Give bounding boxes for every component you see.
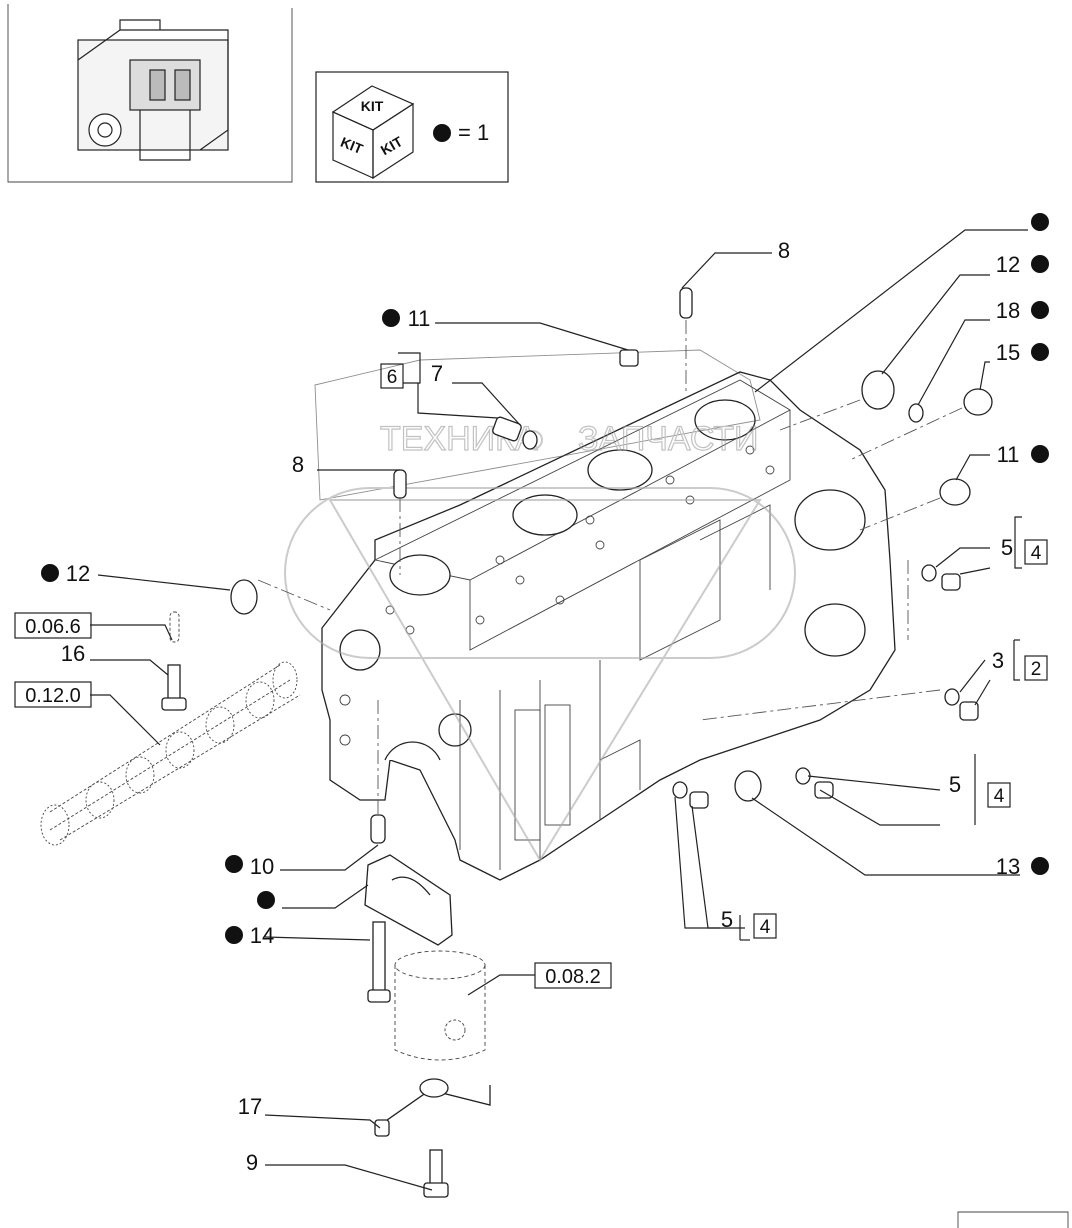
label-4-upper: 4 <box>1031 543 1042 564</box>
camshaft <box>40 661 301 846</box>
plug-3 <box>699 688 979 721</box>
plug-15 <box>849 388 993 461</box>
kit-marker-icon <box>1031 255 1049 273</box>
plug-5-middle <box>795 767 834 799</box>
callout-8-left: 8 <box>292 452 304 477</box>
leader-lines <box>90 229 1028 1191</box>
kit-cube-icon: KIT KIT KIT <box>331 85 415 180</box>
cup-plug-12-right <box>779 370 895 431</box>
watermark-right-text: ЗАПЧАСТИ <box>578 420 759 458</box>
plug-7 <box>492 416 538 450</box>
callout-18: 18 <box>996 298 1020 323</box>
ring-18 <box>908 403 924 423</box>
kit-marker-icon <box>257 891 275 909</box>
callout-10: 10 <box>250 854 274 879</box>
ref-0-12-0: 0.12.0 <box>25 685 81 707</box>
kit-left-label: KIT <box>338 134 365 157</box>
callout-17: 17 <box>238 1094 262 1119</box>
bolt-14 <box>367 921 391 1003</box>
callout-9: 9 <box>246 1150 258 1175</box>
callout-12-left: 12 <box>66 561 90 586</box>
callout-11-right: 11 <box>997 442 1020 467</box>
callout-13: 13 <box>996 854 1020 879</box>
kit-marker-icon <box>382 309 400 327</box>
callout-7: 7 <box>431 361 443 386</box>
callout-11-left: 11 <box>408 306 431 331</box>
kit-marker-icon <box>1031 445 1049 463</box>
kit-top-label: KIT <box>361 98 384 114</box>
callout-12-top: 12 <box>996 252 1020 277</box>
boxed-labels: 6 4 2 4 4 0.06.6 0.12.0 0.08.2 <box>14 363 1048 989</box>
callout-15: 15 <box>996 340 1020 365</box>
kit-marker-icon <box>225 926 243 944</box>
label-2: 2 <box>1031 659 1042 680</box>
kit-right-label: KIT <box>378 133 406 158</box>
kit-markers <box>41 213 1049 944</box>
kit-marker-icon <box>1031 213 1049 231</box>
kit-equals-one: = 1 <box>458 120 489 145</box>
kit-marker-icon <box>41 564 59 582</box>
callout-5-bottom: 5 <box>721 907 733 932</box>
plug-11-left <box>619 349 639 367</box>
piston <box>394 950 486 1061</box>
page-corner-tab <box>957 1211 1069 1228</box>
ref-0-06-6: 0.06.6 <box>25 616 81 638</box>
kit-marker-icon <box>1031 343 1049 361</box>
bolt-9 <box>423 1149 449 1198</box>
callout-5-upper: 5 <box>1001 535 1013 560</box>
plug-5-upper <box>907 560 961 640</box>
kit-marker-icon <box>1031 857 1049 875</box>
ref-0-08-2: 0.08.2 <box>545 966 601 988</box>
label-6: 6 <box>387 367 398 388</box>
callout-14: 14 <box>250 923 274 948</box>
bearing-cap <box>364 854 453 946</box>
pin-8-top <box>679 287 693 392</box>
bolt-16 <box>161 611 187 711</box>
label-4-bottom: 4 <box>760 917 771 938</box>
oil-jet-17 <box>374 1078 491 1137</box>
cup-plug-12-left <box>230 579 331 615</box>
cup-plug-13 <box>734 770 762 802</box>
part-callouts: 8 12 18 15 11 7 11 8 5 12 16 3 5 10 13 1… <box>61 238 1020 1175</box>
kit-marker-icon <box>225 855 243 873</box>
kit-marker-icon <box>1031 301 1049 319</box>
kit-legend: KIT KIT KIT = 1 <box>315 71 509 183</box>
engine-thumbnail <box>7 4 293 183</box>
dowel-10 <box>370 700 386 844</box>
kit-bullet-icon <box>433 124 451 142</box>
plug-5-bottom <box>672 781 709 809</box>
label-4-middle: 4 <box>994 786 1005 807</box>
callout-3: 3 <box>992 648 1004 673</box>
callout-16: 16 <box>61 641 85 666</box>
callout-8-top: 8 <box>778 238 790 263</box>
callout-5-middle: 5 <box>949 772 961 797</box>
plug-11-right <box>859 478 971 531</box>
